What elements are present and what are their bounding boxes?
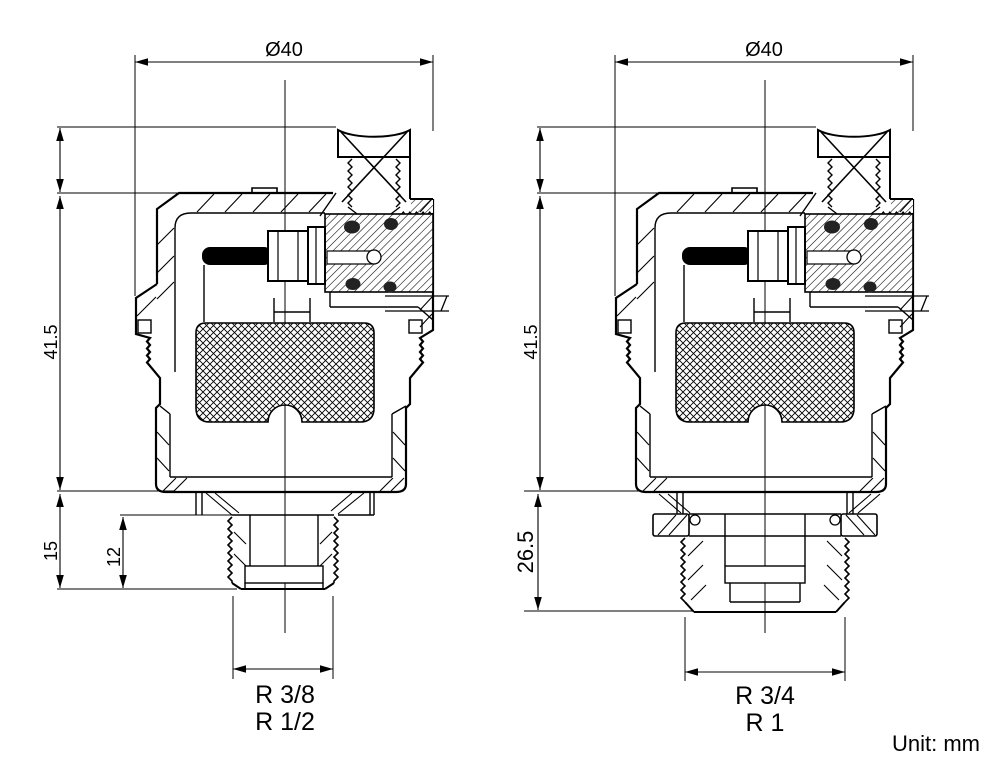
seal-ring xyxy=(829,514,841,526)
dim-base-height-right: 26.5 xyxy=(513,531,538,574)
dimension-arrows xyxy=(534,58,913,676)
unit-label: Unit: mm xyxy=(892,731,980,756)
thread-label-left-2: R 1/2 xyxy=(255,708,315,736)
dim-diameter-left: Ø40 xyxy=(265,39,303,61)
thread-label-right-2: R 1 xyxy=(746,709,785,737)
left-valve-thread-stub xyxy=(195,492,375,590)
right-valve-view xyxy=(614,78,931,635)
thread-label-left-1: R 3/8 xyxy=(255,681,315,709)
right-valve-dimensions xyxy=(524,55,914,681)
dim-height-left: 41.5 xyxy=(41,324,61,359)
left-valve-view xyxy=(134,78,451,635)
dim-thread-length-left: 12 xyxy=(104,547,124,567)
dimension-arrows xyxy=(56,58,433,673)
thread-label-right-1: R 3/4 xyxy=(735,682,795,710)
dim-height-right: 41.5 xyxy=(521,324,541,359)
left-valve-dimensions xyxy=(56,55,434,679)
seal-ring xyxy=(689,514,701,526)
right-valve-thread-stub xyxy=(652,492,881,613)
dim-base-height-left: 15 xyxy=(41,541,61,561)
dim-diameter-right: Ø40 xyxy=(745,39,783,61)
